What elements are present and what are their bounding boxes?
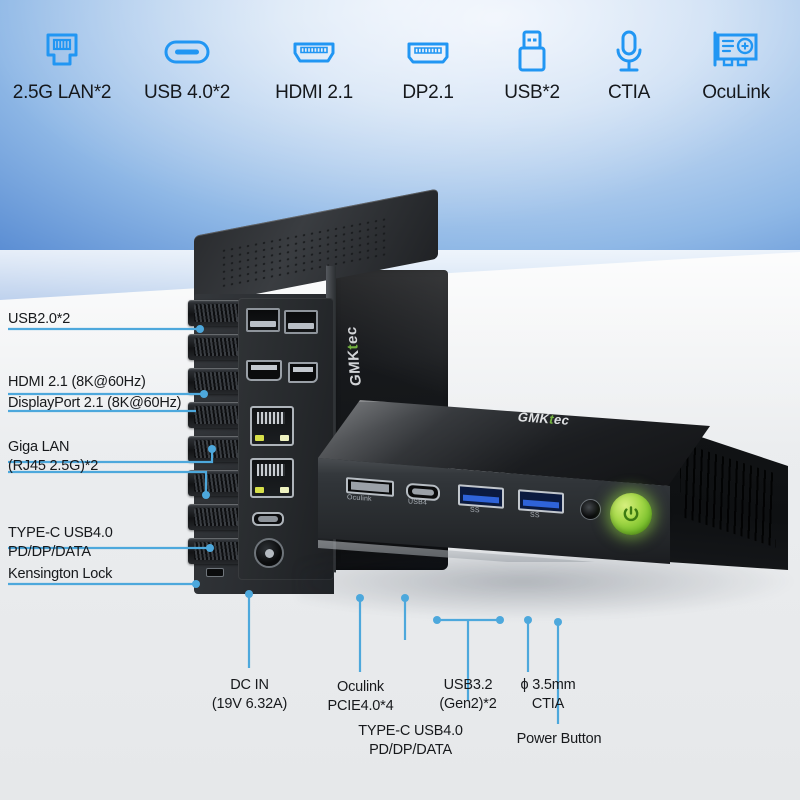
front-usb3-port-1-label: SS (470, 506, 480, 515)
hdmi-callout-label: HDMI 2.1 (8K@60Hz) (8, 374, 146, 390)
kensington-callout-label: Kensington Lock (8, 566, 113, 582)
feature-oculink: OcuLink (674, 24, 798, 104)
feature-oculink-label: OcuLink (702, 82, 770, 103)
rear-hdmi-port[interactable] (246, 360, 282, 381)
feature-hdmi: HDMI 2.1 (252, 24, 376, 104)
feature-ctia-label: CTIA (607, 82, 651, 103)
typec-front-callout-label: TYPE-C USB4.0 PD/DP/DATA (358, 723, 463, 758)
usb-c-icon (160, 24, 214, 80)
lan-callout-label: Giga LAN (RJ45 2.5G)*2 (8, 439, 99, 474)
feature-ctia: CTIA (584, 24, 674, 104)
power-button[interactable] (610, 493, 652, 535)
rj45-lan-icon (39, 24, 85, 80)
typec-rear-callout-label: TYPE-C USB4.0 PD/DP/DATA (8, 525, 113, 560)
usb2-callout-label: USB2.0*2 (8, 311, 71, 327)
rear-displayport-port[interactable] (288, 362, 318, 383)
feature-dp-label: DP2.1 (402, 82, 454, 103)
rear-usb-a-port-2[interactable] (284, 310, 318, 334)
rear-lan-port-2[interactable] (250, 458, 294, 498)
feature-icon-strip: 2.5G LAN*2 USB 4.0*2 HDMI 2.1 (0, 24, 800, 132)
kensington-lock-slot[interactable] (206, 568, 224, 577)
rear-lan-port-1[interactable] (250, 406, 294, 446)
expansion-card-icon (710, 24, 762, 80)
oculink-callout-label: Oculink PCIE4.0*4 (327, 679, 394, 714)
displayport-icon (403, 24, 453, 80)
front-usb3-port-1[interactable] (458, 484, 504, 509)
microphone-icon (611, 24, 647, 80)
feature-usb4: USB 4.0*2 (122, 24, 252, 104)
power-symbol-icon (623, 506, 639, 522)
power-button-callout-label: Power Button (516, 731, 602, 747)
rear-usb-c-port[interactable] (252, 512, 284, 526)
front-usb3-port-2-label: SS (530, 511, 540, 520)
front-usb3-port-2[interactable] (518, 489, 564, 514)
dc-in-callout-label: DC IN (19V 6.32A) (211, 677, 288, 712)
usb32-callout-label: USB3.2 (Gen2)*2 (439, 677, 497, 712)
feature-usb: USB*2 (480, 24, 584, 104)
front-usb4-port-label: USB4 (408, 498, 428, 507)
displayport-callout-label: DisplayPort 2.1 (8K@60Hz) (8, 395, 182, 411)
feature-usb-label: USB*2 (504, 82, 560, 103)
front-audio-jack[interactable] (580, 499, 601, 520)
feature-hdmi-label: HDMI 2.1 (275, 82, 353, 103)
left-unit-io-panel (238, 298, 334, 580)
mini-pc-front-unit: GMKtec Oculink USB4 SS SS (298, 400, 798, 630)
feature-lan-label: 2.5G LAN*2 (12, 82, 112, 103)
audio-jack-callout-label: ϕ 3.5mm CTIA (520, 677, 576, 712)
dc-in-jack[interactable] (254, 538, 284, 568)
left-unit-vent-fins (186, 300, 248, 576)
feature-lan: 2.5G LAN*2 (2, 24, 122, 104)
rear-usb-a-port-1[interactable] (246, 308, 280, 332)
feature-dp: DP2.1 (376, 24, 480, 104)
hdmi-icon (289, 24, 339, 80)
usb-a-flash-icon (512, 24, 552, 80)
feature-usb4-label: USB 4.0*2 (143, 82, 231, 103)
